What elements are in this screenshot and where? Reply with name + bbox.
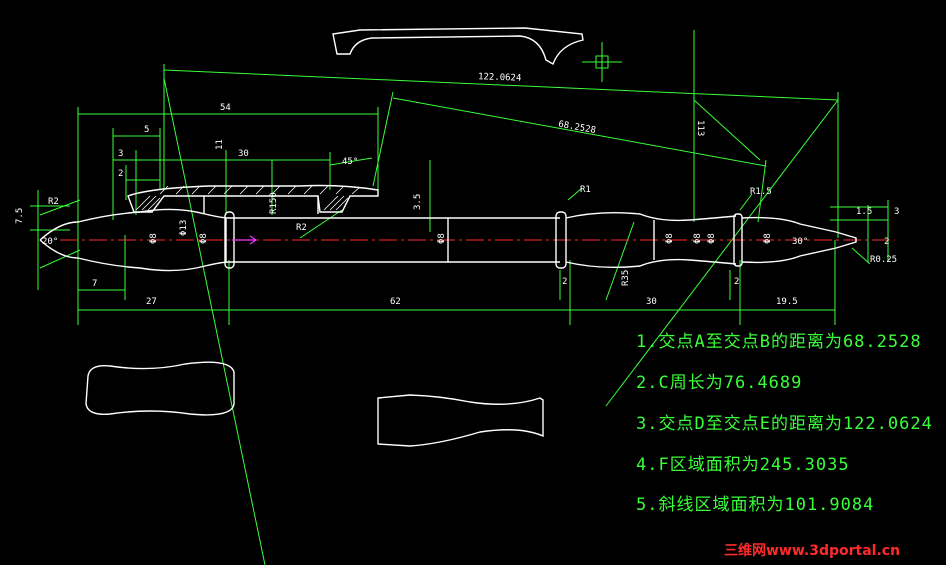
dimension-labels: 122.0624 68.2528 54 30 5 3 2 7.5 R2 20° … xyxy=(15,72,899,307)
part-geometry xyxy=(39,27,857,447)
dim-2-a: 2 xyxy=(562,277,567,287)
note-3: 3.交点D至交点E的距离为122.0624 xyxy=(636,414,933,434)
note-4: 4.F区域面积为245.3035 xyxy=(636,455,850,475)
hatch-area xyxy=(135,185,361,211)
dim-54: 54 xyxy=(220,103,231,113)
dim-2-right: 2 xyxy=(884,237,889,247)
dim-30deg: 30° xyxy=(792,237,808,247)
dim-phi8-e: Φ8 xyxy=(707,233,717,244)
note-2: 2.C周长为76.4689 xyxy=(636,373,802,393)
dim-3-5: 3.5 xyxy=(413,194,423,210)
dim-19-5: 19.5 xyxy=(776,297,798,307)
dim-30-top: 30 xyxy=(238,149,249,159)
dim-r1-5: R1.5 xyxy=(750,187,772,197)
dim-r2-mid: R2 xyxy=(296,223,307,233)
note-1: 1.交点A至交点B的距离为68.2528 xyxy=(636,332,922,352)
dim-1-5: 1.5 xyxy=(856,207,872,217)
dim-20deg: 20° xyxy=(42,237,58,247)
dim-45deg: 45° xyxy=(342,157,358,167)
dim-r2-left: R2 xyxy=(48,197,59,207)
dim-7-5: 7.5 xyxy=(15,208,25,224)
dim-3-right: 3 xyxy=(894,207,899,217)
dim-phi8-c: Φ8 xyxy=(437,233,447,244)
dim-7: 7 xyxy=(92,279,97,289)
note-5: 5.斜线区域面积为101.9084 xyxy=(636,495,874,515)
dim-2-b: 2 xyxy=(734,277,739,287)
watermark: 三维网www.3dportal.cn xyxy=(724,542,900,559)
dim-11: 11 xyxy=(215,139,225,150)
dim-113: 113 xyxy=(695,120,705,136)
dim-30-bottom: 30 xyxy=(646,297,657,307)
dim-2-left: 2 xyxy=(118,169,123,179)
dim-r150: R150 xyxy=(269,192,279,214)
notes-block: 1.交点A至交点B的距离为68.2528 2.C周长为76.4689 3.交点D… xyxy=(636,332,933,515)
dim-phi8-a: Φ8 xyxy=(149,233,159,244)
dim-62: 62 xyxy=(390,297,401,307)
pointer-arrow xyxy=(232,235,258,245)
dim-r35: R35 xyxy=(621,270,631,286)
dim-phi8-b: Φ8 xyxy=(199,233,209,244)
dim-phi8-f: Φ8 xyxy=(763,233,773,244)
dim-phi8-d: Φ8 xyxy=(665,233,675,244)
dim-3: 3 xyxy=(118,149,123,159)
dim-r0-25: R0.25 xyxy=(870,255,897,265)
dim-122-0624: 122.0624 xyxy=(478,72,522,84)
dimension-lines xyxy=(30,30,889,565)
dim-phi8-g: Φ8 xyxy=(693,233,703,244)
dim-27: 27 xyxy=(146,297,157,307)
dim-5: 5 xyxy=(144,125,149,135)
dim-r1: R1 xyxy=(580,185,591,195)
dim-phi13: Φ13 xyxy=(179,220,189,236)
